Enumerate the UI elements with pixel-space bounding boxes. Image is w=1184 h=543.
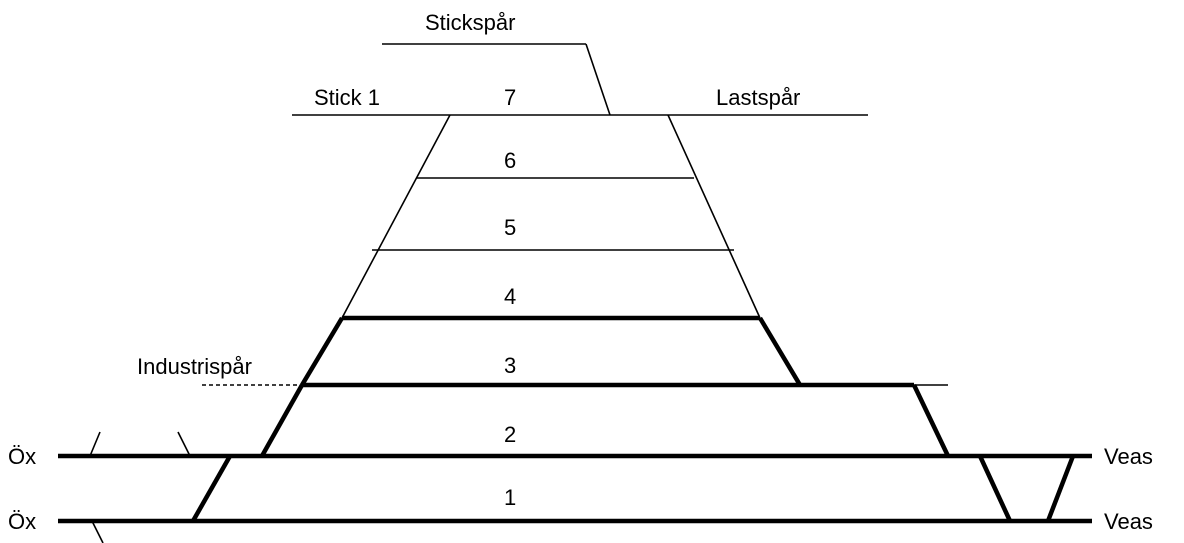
- track-number-5: 5: [504, 215, 516, 240]
- label-stickspar: Stickspår: [425, 10, 515, 35]
- track-number-7: 7: [504, 85, 516, 110]
- switch-right-track2: [911, 384, 951, 457]
- crossover-right-b: [1045, 455, 1076, 522]
- label-veas-lower: Veas: [1104, 509, 1153, 534]
- label-industrispar: Industrispår: [137, 354, 252, 379]
- crossover-right-a: [977, 455, 1013, 522]
- track-number-1: 1: [504, 485, 516, 510]
- switch-right-track3: [758, 316, 802, 387]
- switch-left-track3: [300, 316, 344, 387]
- tick-lower-1: [91, 520, 104, 543]
- label-veas-upper: Veas: [1104, 444, 1153, 469]
- tick-upper-1: [89, 431, 101, 457]
- stickspar-switch: [585, 43, 611, 116]
- tick-upper-2: [177, 431, 191, 457]
- track-number-4: 4: [504, 284, 516, 309]
- track-number-6: 6: [504, 148, 516, 173]
- label-lastspar: Lastspår: [716, 85, 800, 110]
- switch-left-lower: [191, 454, 232, 523]
- track-number-2: 2: [504, 422, 516, 447]
- track-number-3: 3: [504, 353, 516, 378]
- thin-left-slope: [341, 114, 451, 319]
- thin-right-slope: [667, 114, 761, 319]
- label-ox-lower: Öx: [8, 509, 36, 534]
- label-ox-upper: Öx: [8, 444, 36, 469]
- label-stick1: Stick 1: [314, 85, 380, 110]
- switch-left-track2: [260, 383, 304, 458]
